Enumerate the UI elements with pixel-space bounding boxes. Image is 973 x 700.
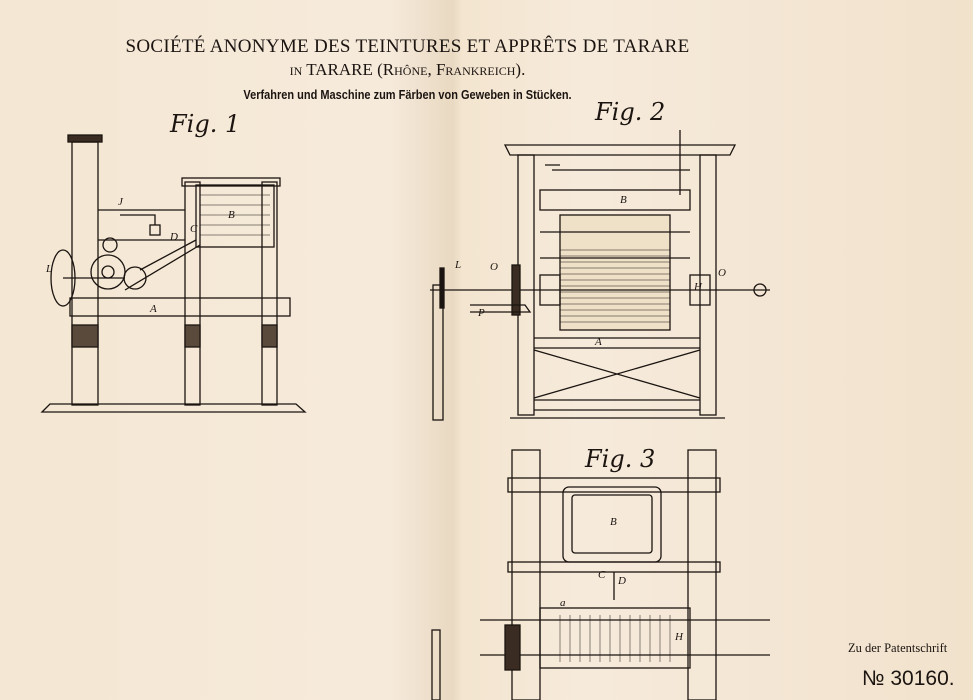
figure-3-drawing: B C D a H (431, 449, 770, 700)
part-label: H (674, 631, 684, 643)
part-label: L (45, 263, 52, 275)
part-label: B (228, 209, 235, 221)
figure-1-drawing: J B C D L A (40, 134, 307, 413)
patent-reference-label: Zu der Patentschrift (848, 641, 948, 655)
company-name: SOCIÉTÉ ANONYME DES TEINTURES ET APPRÊTS… (125, 36, 690, 57)
part-label: A (149, 303, 157, 315)
part-label: D (617, 575, 626, 587)
part-label: O (490, 261, 498, 273)
part-label: D (169, 231, 178, 243)
part-label: J (118, 196, 124, 208)
part-label: B (620, 194, 627, 206)
part-label: a (560, 597, 566, 609)
patent-number: № 30160. (862, 667, 955, 690)
figure-2-label: Fig. 2 (595, 98, 666, 126)
figure-1-label: Fig. 1 (170, 110, 241, 138)
part-label: H (693, 281, 703, 293)
part-label: C (190, 223, 198, 235)
part-label: B (610, 516, 617, 528)
part-label: C (598, 569, 606, 581)
part-label: L (454, 259, 461, 271)
part-label: A (594, 336, 602, 348)
figure-3-label: Fig. 3 (585, 445, 656, 473)
invention-title: Verfahren und Maschine zum Färben von Ge… (243, 88, 572, 102)
figure-2-drawing: B L O P A H O (430, 130, 770, 421)
company-location: in TARARE (Rhône, Frankreich). (289, 60, 526, 79)
part-label: P (477, 307, 485, 319)
part-label: O (718, 267, 726, 279)
